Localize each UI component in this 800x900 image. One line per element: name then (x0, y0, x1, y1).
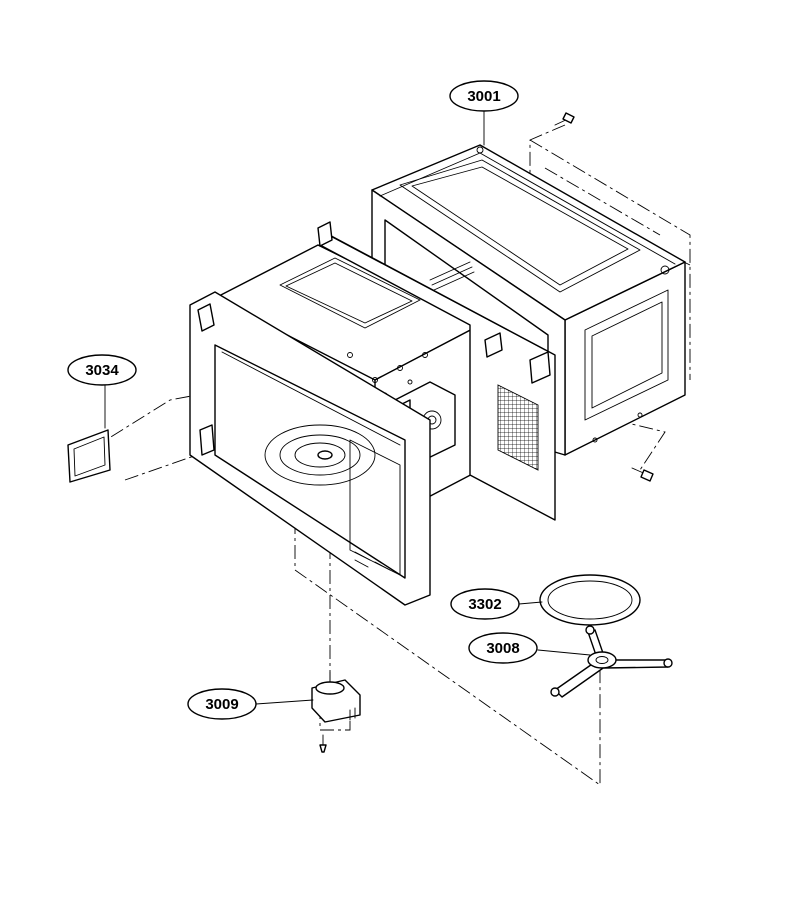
screw-right (631, 467, 654, 482)
leader-lines (104, 110, 591, 705)
glass-tray (539, 574, 641, 626)
turntable-motor (311, 671, 361, 753)
roller-ring (550, 625, 673, 698)
waveguide-cover (67, 429, 111, 483)
part-label-3001-text: 3001 (467, 88, 500, 105)
part-label-3302-text: 3302 (468, 596, 501, 613)
part-label-3009: 3009 (187, 688, 257, 720)
part-label-3009-text: 3009 (205, 696, 238, 713)
screws (554, 112, 654, 482)
part-label-3001: 3001 (449, 80, 519, 112)
oven-cavity-assembly (189, 221, 556, 606)
part-label-3302: 3302 (450, 588, 520, 620)
part-label-3008: 3008 (468, 632, 538, 664)
screw-top (554, 112, 575, 126)
part-label-3034-text: 3034 (85, 362, 119, 379)
part-label-3008-text: 3008 (486, 640, 519, 657)
part-label-3034: 3034 (67, 354, 137, 386)
